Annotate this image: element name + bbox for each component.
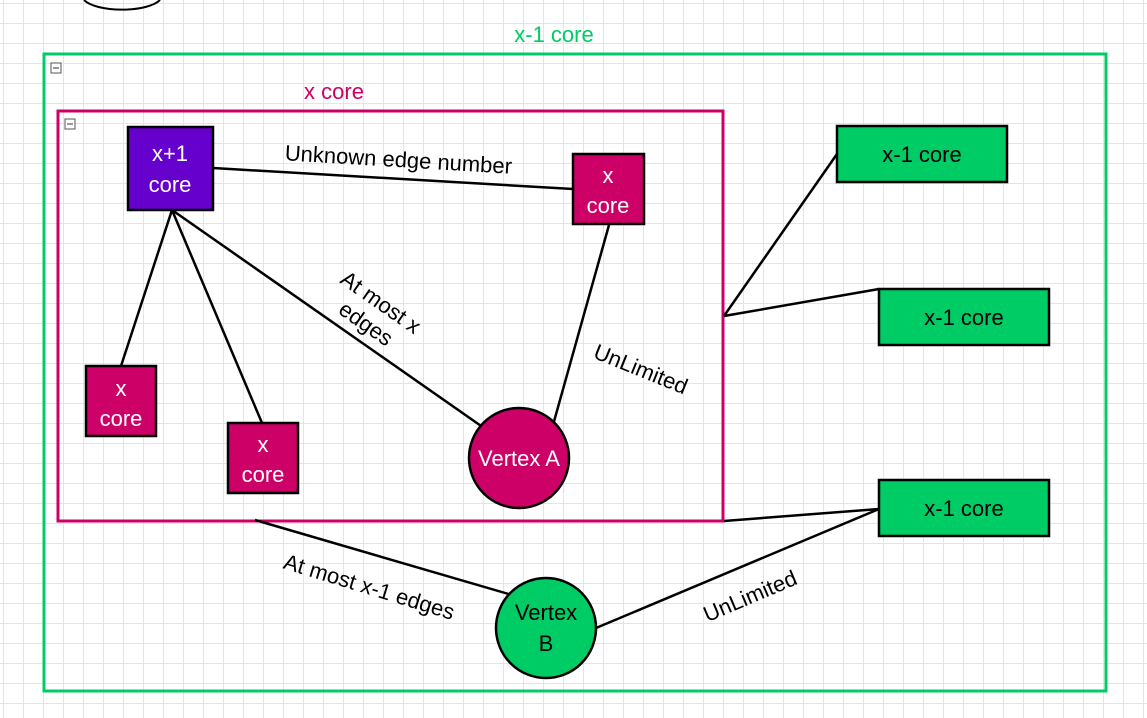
inner-group-label: x core: [304, 79, 364, 104]
node-xplus1-line2: core: [149, 172, 192, 197]
node-right-1-label: x-1 core: [882, 142, 961, 167]
node-right-3-label: x-1 core: [924, 496, 1003, 521]
node-x-core-top-right[interactable]: x core: [571, 152, 646, 226]
edge-xplus1-xbottomleft: [119, 209, 174, 367]
node-x-core-bottom-left[interactable]: x core: [84, 364, 158, 438]
node-right-x-minus-1-core-2[interactable]: x-1 core: [877, 287, 1051, 347]
node-x-bottom-mid-line2: core: [242, 462, 285, 487]
edge-label-at-most-x1: At most x-1 edges: [281, 549, 458, 625]
edge-label-unlimited-a: UnLimited: [590, 339, 691, 399]
node-vertex-b[interactable]: Vertex B: [494, 576, 598, 680]
inner-group-box: [56, 109, 725, 523]
edge-group-right3: [723, 507, 880, 523]
node-right-2-label: x-1 core: [924, 305, 1003, 330]
node-x-core-bottom-mid[interactable]: x core: [226, 421, 300, 495]
node-vertex-b-line2: B: [539, 631, 554, 656]
node-x-bottom-left-line2: core: [100, 406, 143, 431]
edge-label-unlimited-b: UnLimited: [700, 565, 801, 627]
edge-xtopright-vertexa: [551, 224, 611, 426]
node-right-x-minus-1-core-1[interactable]: x-1 core: [835, 124, 1009, 184]
edge-xplus1-xbottommid: [170, 209, 264, 424]
edge-xplus1-vertexa: [171, 208, 485, 430]
offscreen-circle: [83, 0, 161, 11]
node-x-bottom-left-line1: x: [116, 376, 127, 401]
edge-vertexb-right3: [595, 507, 880, 630]
node-vertex-b-line1: Vertex: [515, 600, 577, 625]
node-vertex-a-label: Vertex A: [478, 446, 560, 471]
outer-collapse-icon[interactable]: [50, 62, 62, 74]
edge-group-right1: [722, 153, 839, 317]
inner-collapse-icon[interactable]: [64, 118, 76, 130]
edge-group-right2: [723, 287, 880, 318]
node-x-top-right-line2: core: [587, 193, 630, 218]
node-x-top-right-line1: x: [603, 163, 614, 188]
node-vertex-a[interactable]: Vertex A: [467, 406, 571, 510]
outer-group-label: x-1 core: [514, 22, 593, 47]
node-x-bottom-mid-line1: x: [258, 432, 269, 457]
outer-group-box: [42, 52, 1108, 693]
edge-xplus1-xtopright: [212, 166, 574, 191]
node-xplus1-line1: x+1: [152, 141, 188, 166]
node-right-x-minus-1-core-3[interactable]: x-1 core: [877, 478, 1051, 538]
edge-label-at-most-x: At most x edges: [334, 266, 425, 351]
edge-group-vertexb: [254, 518, 513, 597]
node-xplus1-core[interactable]: x+1 core: [126, 125, 215, 212]
